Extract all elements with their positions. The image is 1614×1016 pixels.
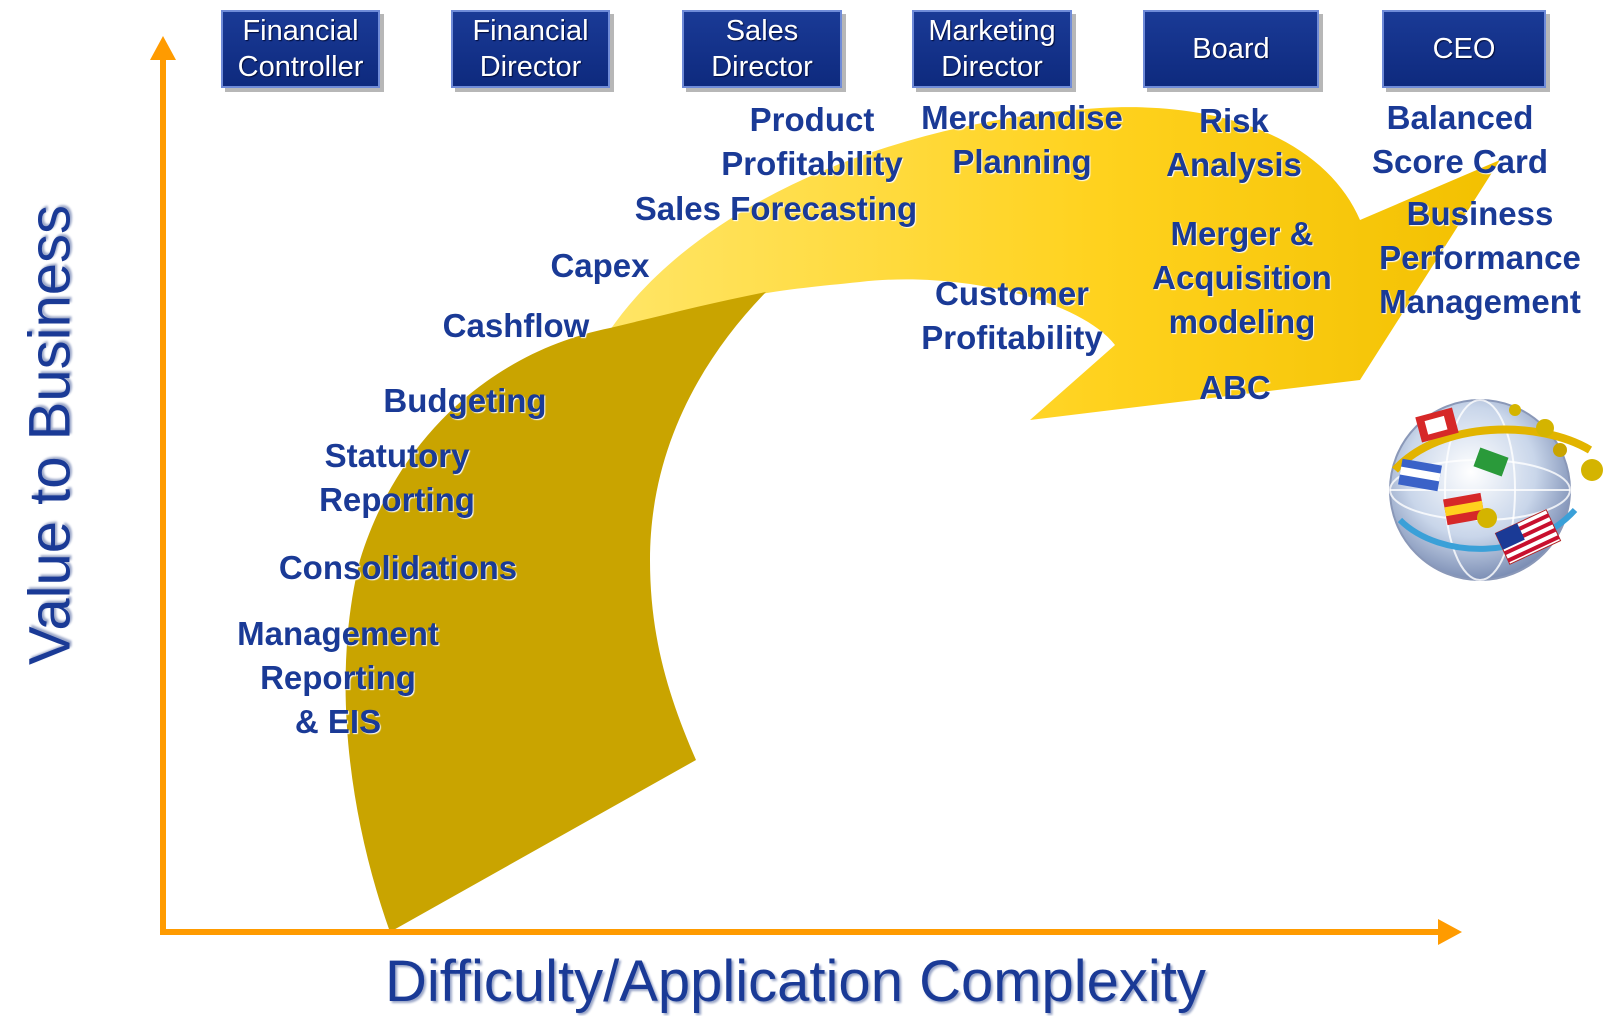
x-axis	[160, 919, 1462, 945]
stage-management-reporting: Management Reporting & EIS	[237, 615, 439, 740]
stage-budgeting: Budgeting	[383, 382, 547, 419]
globe-flags-icon	[1389, 399, 1603, 581]
y-axis	[150, 36, 176, 932]
stage-business-performance-management: Business Performance Management	[1379, 195, 1581, 320]
stage-balanced-scorecard: Balanced Score Card	[1371, 99, 1549, 180]
stage-statutory-reporting: Statutory Reporting	[319, 437, 475, 518]
stage-abc: ABC	[1199, 369, 1271, 406]
stage-cashflow: Cashflow	[442, 307, 590, 344]
x-axis-label: Difficulty/Application Complexity	[385, 949, 1206, 1014]
growth-arrow-head	[610, 107, 1500, 420]
role-marketing-director: Marketing Director	[912, 10, 1072, 88]
stage-merger-acquisition: Merger & Acquisition modeling	[1152, 215, 1332, 340]
role-sales-director: Sales Director	[682, 10, 842, 88]
growth-arrow-body	[345, 292, 766, 932]
role-financial-controller: Financial Controller	[221, 10, 380, 88]
stage-product-profitability: Product Profitability	[721, 101, 903, 182]
stage-customer-profitability: Customer Profitability	[921, 275, 1103, 356]
stage-capex: Capex	[550, 247, 650, 284]
stage-consolidations: Consolidations	[278, 549, 518, 586]
role-ceo: CEO	[1382, 10, 1546, 88]
stage-risk-analysis: Risk Analysis	[1166, 102, 1302, 183]
stage-sales-forecasting: Sales Forecasting	[634, 190, 918, 227]
role-board: Board	[1143, 10, 1319, 88]
stage-merchandise-planning: Merchandise Planning	[921, 99, 1123, 180]
role-financial-director: Financial Director	[451, 10, 610, 88]
y-axis-label: Value to Business	[17, 205, 83, 665]
